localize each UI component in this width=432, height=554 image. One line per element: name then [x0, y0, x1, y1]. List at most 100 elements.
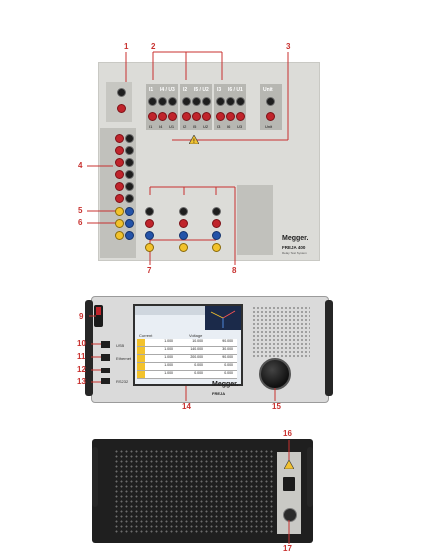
i5-jack-red[interactable]	[192, 112, 201, 121]
callout-3: 3	[286, 42, 291, 51]
group-label-i3: I3	[217, 87, 222, 93]
u3-jack-black[interactable]	[236, 97, 245, 106]
screen-table-row[interactable]: 1.000 140.000 30.000	[137, 347, 237, 355]
screen-tab-voltage[interactable]: Voltage	[189, 333, 203, 338]
voltage-jack-black-3[interactable]	[212, 207, 221, 216]
device-model-name: FREJA	[212, 391, 226, 396]
unit-jack-red[interactable]	[266, 112, 275, 121]
u3-jack-red[interactable]	[236, 112, 245, 121]
panel-model-name: FREJA 400	[282, 245, 306, 250]
callout-6: 6	[78, 218, 83, 227]
i2-jack-red[interactable]	[182, 112, 191, 121]
u2-jack-black[interactable]	[202, 97, 211, 106]
callout-17: 17	[283, 544, 292, 553]
rear-handle-right	[307, 447, 313, 507]
sub-label-u1: U1	[169, 124, 175, 129]
voltage-jack-yellow-1[interactable]	[145, 243, 154, 252]
unit-label: Unit	[263, 87, 273, 93]
binary-input-jack-red-3[interactable]	[115, 158, 124, 167]
voltage-jack-yellow-3[interactable]	[212, 243, 221, 252]
mains-inlet[interactable]	[283, 477, 295, 491]
pair-label-2: I5 / U2	[194, 87, 209, 93]
binary-input-jack-red-6[interactable]	[115, 194, 124, 203]
voltage-jack-red-2[interactable]	[179, 219, 188, 228]
sub-label-i1: I1	[149, 124, 153, 129]
voltage-jack-blue-1[interactable]	[145, 231, 154, 240]
screen-table-row[interactable]: 1.000 10.000 90.000	[137, 339, 237, 347]
rear-warning-icon	[284, 460, 294, 469]
aux-output-jack-black[interactable]	[117, 88, 126, 97]
ground-terminal[interactable]	[283, 508, 297, 522]
screen-table-row[interactable]: 1.000 200.000 90.000	[137, 355, 237, 363]
callout-14: 14	[182, 402, 191, 411]
pair-label-1: I4 / U3	[160, 87, 175, 93]
i5-jack-black[interactable]	[192, 97, 201, 106]
voltage-jack-blue-3[interactable]	[212, 231, 221, 240]
voltage-jack-red-1[interactable]	[145, 219, 154, 228]
u1-jack-red[interactable]	[168, 112, 177, 121]
voltage-jack-yellow-2[interactable]	[179, 243, 188, 252]
i6-jack-black[interactable]	[226, 97, 235, 106]
binary-input-jack-black-2[interactable]	[125, 146, 134, 155]
u2-jack-red[interactable]	[202, 112, 211, 121]
binary-input-jack-black-5[interactable]	[125, 182, 134, 191]
low-level-jack-yellow-1[interactable]	[115, 207, 124, 216]
callout-4: 4	[78, 161, 83, 170]
rear-ventilation-grid	[114, 449, 274, 535]
i2-jack-black[interactable]	[182, 97, 191, 106]
unit-jack-black[interactable]	[266, 97, 275, 106]
screen-table: 1.000 10.000 90.000 1.000 140.000 30.000…	[137, 339, 237, 379]
i1-jack-black[interactable]	[148, 97, 157, 106]
callout-7: 7	[147, 266, 152, 275]
port-10[interactable]	[101, 341, 110, 348]
sub-label-u2: U2	[203, 124, 209, 129]
binary-input-jack-black-1[interactable]	[125, 134, 134, 143]
callout-10: 10	[77, 339, 86, 348]
binary-input-jack-black-4[interactable]	[125, 170, 134, 179]
i3-jack-black[interactable]	[216, 97, 225, 106]
voltage-jack-black-1[interactable]	[145, 207, 154, 216]
binary-input-jack-red-5[interactable]	[115, 182, 124, 191]
low-level-jack-blue-1[interactable]	[125, 207, 134, 216]
group-label-i2: I2	[183, 87, 188, 93]
i6-jack-red[interactable]	[226, 112, 235, 121]
screen-table-row[interactable]: 1.000 0.000 0.000	[137, 363, 237, 371]
usb-port[interactable]	[101, 368, 110, 373]
low-level-jack-yellow-2[interactable]	[115, 219, 124, 228]
i1-jack-red[interactable]	[148, 112, 157, 121]
binary-input-jack-red-2[interactable]	[115, 146, 124, 155]
binary-input-jack-black-6[interactable]	[125, 194, 134, 203]
serial-port[interactable]	[101, 378, 110, 384]
voltage-jack-blue-2[interactable]	[179, 231, 188, 240]
i4-jack-black[interactable]	[158, 97, 167, 106]
touch-screen[interactable]: Current Voltage 1.000 10.000 90.000 1.00…	[133, 304, 243, 386]
low-level-jack-blue-3[interactable]	[125, 231, 134, 240]
binary-input-jack-red-1[interactable]	[115, 134, 124, 143]
i3-jack-red[interactable]	[216, 112, 225, 121]
speaker-grille	[252, 306, 310, 358]
pair-label-3: I6 / U1	[228, 87, 243, 93]
voltage-jack-red-3[interactable]	[212, 219, 221, 228]
screen-toolbar	[135, 306, 241, 315]
port-11[interactable]	[101, 354, 110, 361]
low-level-jack-yellow-3[interactable]	[115, 231, 124, 240]
u1-jack-black[interactable]	[168, 97, 177, 106]
panel-right-strip	[237, 185, 273, 255]
voltage-jack-black-2[interactable]	[179, 207, 188, 216]
i4-jack-red[interactable]	[158, 112, 167, 121]
rear-handle-left	[92, 447, 98, 507]
svg-text:!: !	[193, 138, 195, 144]
control-knob[interactable]	[259, 358, 291, 390]
panel-brand-logo: Megger.	[282, 235, 309, 242]
aux-output-jack-red[interactable]	[117, 104, 126, 113]
screen-tab-current[interactable]: Current	[139, 333, 153, 338]
panel-model-subtitle: Relay Test System	[282, 251, 307, 255]
group-label-i1: I1	[149, 87, 154, 93]
binary-input-jack-black-3[interactable]	[125, 158, 134, 167]
current-group-i3	[214, 84, 246, 130]
power-switch[interactable]	[94, 305, 103, 327]
low-level-jack-blue-2[interactable]	[125, 219, 134, 228]
binary-input-jack-red-4[interactable]	[115, 170, 124, 179]
callout-16: 16	[283, 429, 292, 438]
screen-table-row[interactable]: 1.000 0.000 0.000	[137, 371, 237, 379]
